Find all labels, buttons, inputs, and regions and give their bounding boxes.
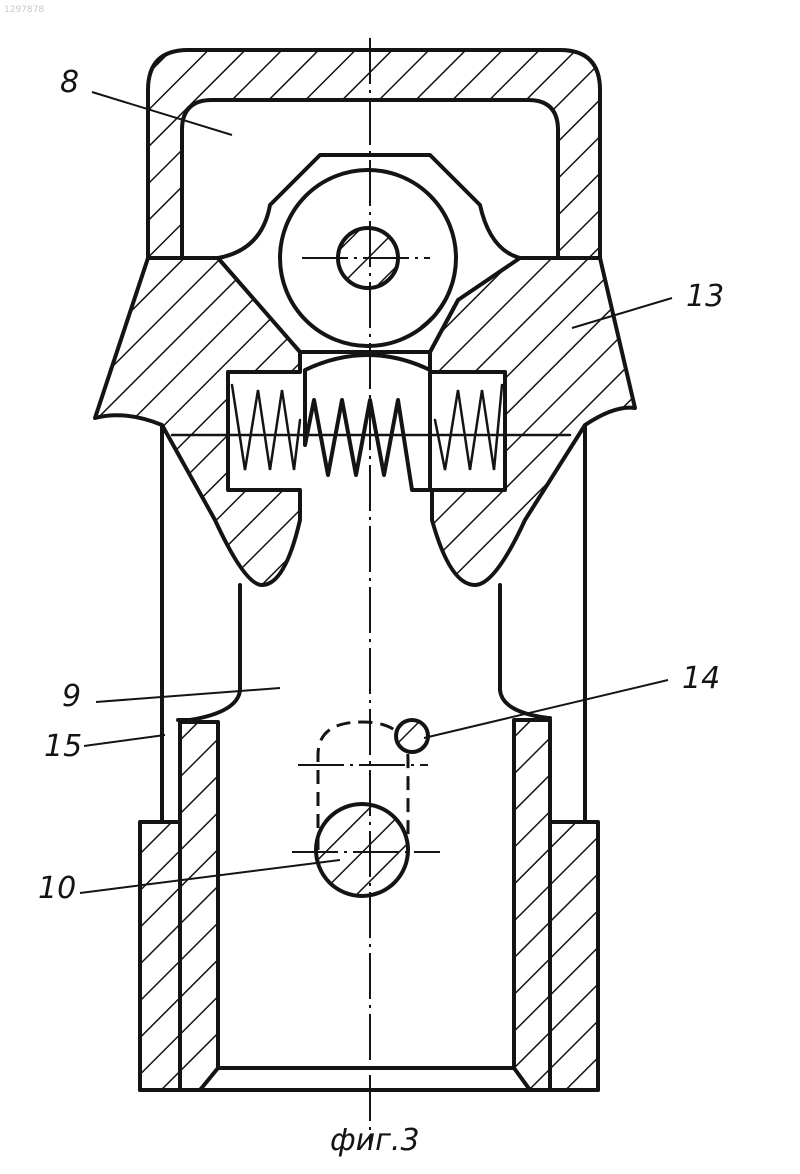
sleeve-left-inner-section bbox=[180, 722, 218, 1090]
sleeve-left-outer-section bbox=[140, 822, 180, 1090]
leader-9 bbox=[96, 688, 280, 702]
sleeve-right-outer-section bbox=[550, 822, 598, 1090]
spring-left bbox=[232, 385, 300, 470]
label-screw: 14 bbox=[682, 661, 720, 696]
toothed-plunger-head bbox=[305, 355, 430, 490]
label-sleeve: 15 bbox=[44, 729, 82, 764]
plunger-right-wall bbox=[500, 585, 550, 718]
label-body: 13 bbox=[686, 279, 724, 314]
leader-15 bbox=[84, 735, 165, 746]
figure-caption: фиг.3 bbox=[330, 1123, 420, 1158]
pin bbox=[316, 804, 408, 896]
body-section-right bbox=[430, 256, 635, 585]
label-cover: 8 bbox=[60, 65, 79, 100]
sleeve-right-inner-section bbox=[514, 720, 550, 1090]
spring-right bbox=[435, 385, 502, 470]
label-plunger: 9 bbox=[62, 679, 81, 714]
corner-id: 1297878 bbox=[4, 5, 44, 15]
screw bbox=[396, 720, 428, 752]
plunger-left-wall bbox=[178, 585, 240, 720]
label-pin: 10 bbox=[38, 871, 76, 906]
